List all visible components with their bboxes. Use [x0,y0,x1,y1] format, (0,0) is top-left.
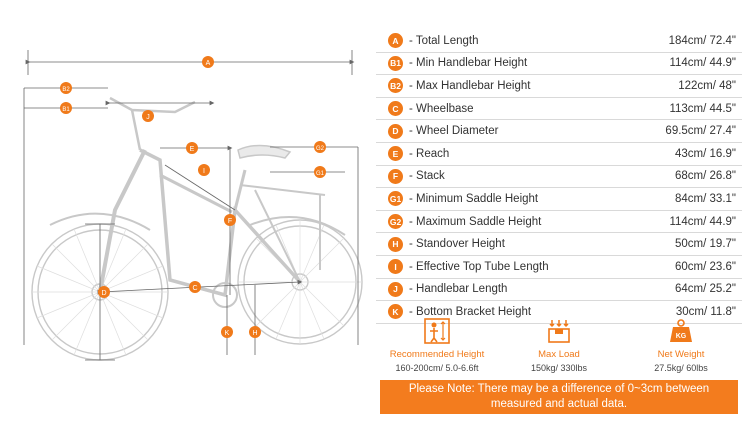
diagram-label-k: K [221,326,233,338]
spec-value: 84cm/ 33.1" [675,192,736,205]
person-height-icon [424,318,450,344]
spec-label: - Handlebar Length [409,283,508,296]
spec-badge: B2 [388,78,403,94]
spec-label: - Wheel Diameter [409,125,499,138]
spec-value: 60cm/ 23.6" [675,260,736,273]
stat-title: Max Load [538,349,580,360]
svg-text:A: A [206,60,211,67]
spec-row-total-length: A - Total Length 184cm/ 72.4" [376,30,742,53]
spec-badge: J [388,281,403,297]
bike-dimension-diagram: A B2 B1 J E I G2 G1 F C D K [23,50,363,361]
svg-text:I: I [203,168,205,175]
spec-value: 68cm/ 26.8" [675,170,736,183]
spec-row-stack: F - Stack 68cm/ 26.8" [376,166,742,189]
spec-badge: B1 [388,55,403,71]
stat-value: 160-200cm/ 5.0-6.6ft [395,363,479,373]
spec-badge: A [388,33,403,49]
spec-label: - Effective Top Tube Length [409,260,549,273]
spec-badge: I [388,259,403,275]
spec-label: - Wheelbase [409,102,474,115]
svg-text:B2: B2 [62,87,70,93]
dimension-lines [23,50,359,361]
spec-value: 184cm/ 72.4" [668,34,736,47]
spec-badge: D [388,123,403,139]
spec-row-standover-height: H - Standover Height 50cm/ 19.7" [376,233,742,256]
spec-value: 122cm/ 48" [678,79,736,92]
note-text: Please Note: There may be a difference o… [408,383,710,410]
spec-badge: G1 [388,191,403,207]
spec-label: - Minimum Saddle Height [409,192,539,205]
diagram-label-h: H [249,326,261,338]
svg-text:G2: G2 [316,146,325,152]
spec-row-max-handlebar-height: B2 - Max Handlebar Height 122cm/ 48" [376,75,742,98]
spec-badge: G2 [388,214,403,230]
spec-badge: H [388,236,403,252]
diagram-label-f: F [224,214,236,226]
spec-value: 69.5cm/ 27.4" [665,125,736,138]
stat-value: 27.5kg/ 60lbs [654,363,708,373]
stats-row: Recommended Height 160-200cm/ 5.0-6.6ft … [376,318,742,378]
svg-text:J: J [146,114,150,121]
diagram-label-g1: G1 [314,166,326,178]
spec-label: - Stack [409,170,445,183]
stat-net-weight: KG Net Weight 27.5kg/ 60lbs [620,318,742,373]
svg-text:G1: G1 [316,171,325,177]
spec-label: - Min Handlebar Height [409,57,528,70]
spec-row-min-saddle-height: G1 - Minimum Saddle Height 84cm/ 33.1" [376,188,742,211]
spec-badge: C [388,101,403,117]
diagram-label-c: C [189,281,201,293]
spec-value: 30cm/ 11.8" [675,305,736,318]
spec-badge: K [388,304,403,320]
diagram-label-d: D [98,286,110,298]
spec-label: - Maximum Saddle Height [409,215,542,228]
diagram-label-j: J [142,110,154,122]
svg-text:B1: B1 [62,107,70,113]
stat-recommended-height: Recommended Height 160-200cm/ 5.0-6.6ft [376,318,498,373]
svg-text:KG: KG [676,333,687,340]
spec-label: - Total Length [409,34,479,47]
svg-text:C: C [192,285,197,292]
spec-row-max-saddle-height: G2 - Maximum Saddle Height 114cm/ 44.9" [376,211,742,234]
diagram-label-b1: B1 [60,102,72,114]
spec-value: 114cm/ 44.9" [669,215,736,228]
note-banner: Please Note: There may be a difference o… [380,380,738,414]
spec-badge: F [388,168,403,184]
svg-text:F: F [228,218,232,225]
spec-value: 114cm/ 44.9" [669,57,736,70]
spec-row-min-handlebar-height: B1 - Min Handlebar Height 114cm/ 44.9" [376,53,742,76]
kg-weight-icon: KG [670,319,692,342]
spec-table: A - Total Length 184cm/ 72.4" B1 - Min H… [376,30,742,324]
spec-value: 64cm/ 25.2" [675,283,736,296]
spec-label: - Bottom Bracket Height [409,305,532,318]
spec-row-top-tube-length: I - Effective Top Tube Length 60cm/ 23.6… [376,256,742,279]
svg-text:K: K [225,330,230,337]
diagram-label-b2: B2 [60,82,72,94]
spec-row-reach: E - Reach 43cm/ 16.9" [376,143,742,166]
spec-label: - Max Handlebar Height [409,79,531,92]
spec-row-wheelbase: C - Wheelbase 113cm/ 44.5" [376,98,742,121]
spec-label: - Standover Height [409,238,505,251]
svg-text:H: H [252,330,257,337]
stat-title: Recommended Height [389,349,485,360]
diagram-label-g2: G2 [314,141,326,153]
spec-value: 50cm/ 19.7" [675,238,736,251]
spec-label: - Reach [409,147,450,160]
bike-illustration [31,96,363,361]
diagram-label-a: A [202,56,214,68]
diagram-label-e: E [186,142,198,154]
stat-value: 150kg/ 330lbs [530,363,588,373]
diagram-label-i: I [198,164,210,176]
spec-badge: E [388,146,403,162]
stat-title: Net Weight [657,349,705,360]
svg-text:E: E [190,146,195,153]
svg-text:D: D [101,290,106,297]
max-load-icon [548,320,570,343]
spec-row-handlebar-length: J - Handlebar Length 64cm/ 25.2" [376,279,742,302]
stat-max-load: Max Load 150kg/ 330lbs [498,318,620,373]
spec-row-wheel-diameter: D - Wheel Diameter 69.5cm/ 27.4" [376,120,742,143]
spec-value: 43cm/ 16.9" [675,147,736,160]
spec-value: 113cm/ 44.5" [669,102,736,115]
